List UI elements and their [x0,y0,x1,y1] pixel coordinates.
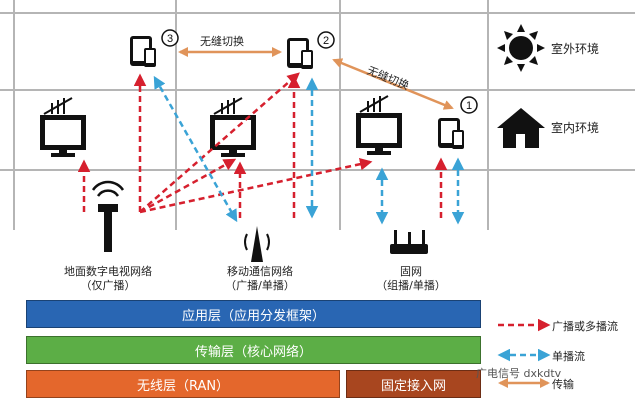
svg-text:1: 1 [466,100,472,112]
unicast-arrows [153,75,465,225]
application-layer-bar: 应用层（应用分发框架） [26,300,481,328]
svg-text:3: 3 [167,33,173,45]
fixed-network-label: 固网 （组播/单播） [356,265,466,293]
legend-transfer-label: 传输 [552,378,574,391]
terrestrial-network-label: 地面数字电视网络 （仅广播） [48,265,168,293]
tv-icon [210,97,256,157]
background-grid [0,0,635,230]
fixed-network-name: 固网 [400,265,422,278]
watermark: 广电信号 dxkdtv [476,367,562,380]
mobile-network-label: 移动通信网络 （广播/单播） [200,265,320,293]
mobile-antenna-icon [244,226,270,262]
router-icon [390,230,428,254]
outdoor-label: 室外环境 [551,42,600,56]
transport-layer-bar: 传输层（核心网络） [26,336,481,364]
fixed-access-layer-bar: 固定接入网 [346,370,481,398]
legend-broadcast-label: 广播或多播流 [552,320,618,333]
svg-text:2: 2 [323,35,329,47]
badge-1: 1 [460,96,478,114]
legend-unicast-label: 单播流 [552,350,585,363]
sun-icon [497,24,545,72]
house-icon [497,108,545,148]
mobile-network-mode: （广播/单播） [225,279,295,292]
tv-icon [356,95,402,155]
tower-icon [91,180,125,252]
tablet-icon [438,118,464,149]
handover-label-top: 无缝切换 [200,35,244,48]
radio-layer-bar: 无线层（RAN） [26,370,340,398]
badge-2: 2 [317,31,335,49]
fixed-network-mode: （组播/单播） [376,279,446,292]
badge-3: 3 [161,29,179,47]
tablet-icon [130,36,156,67]
handover-arrow-right [332,58,454,110]
mobile-network-name: 移动通信网络 [227,265,293,278]
tv-icon [40,97,86,157]
terrestrial-network-mode: （仅广播） [80,279,136,292]
tablet-icon [287,38,313,69]
terrestrial-network-name: 地面数字电视网络 [64,265,152,278]
indoor-label: 室内环境 [551,121,600,135]
